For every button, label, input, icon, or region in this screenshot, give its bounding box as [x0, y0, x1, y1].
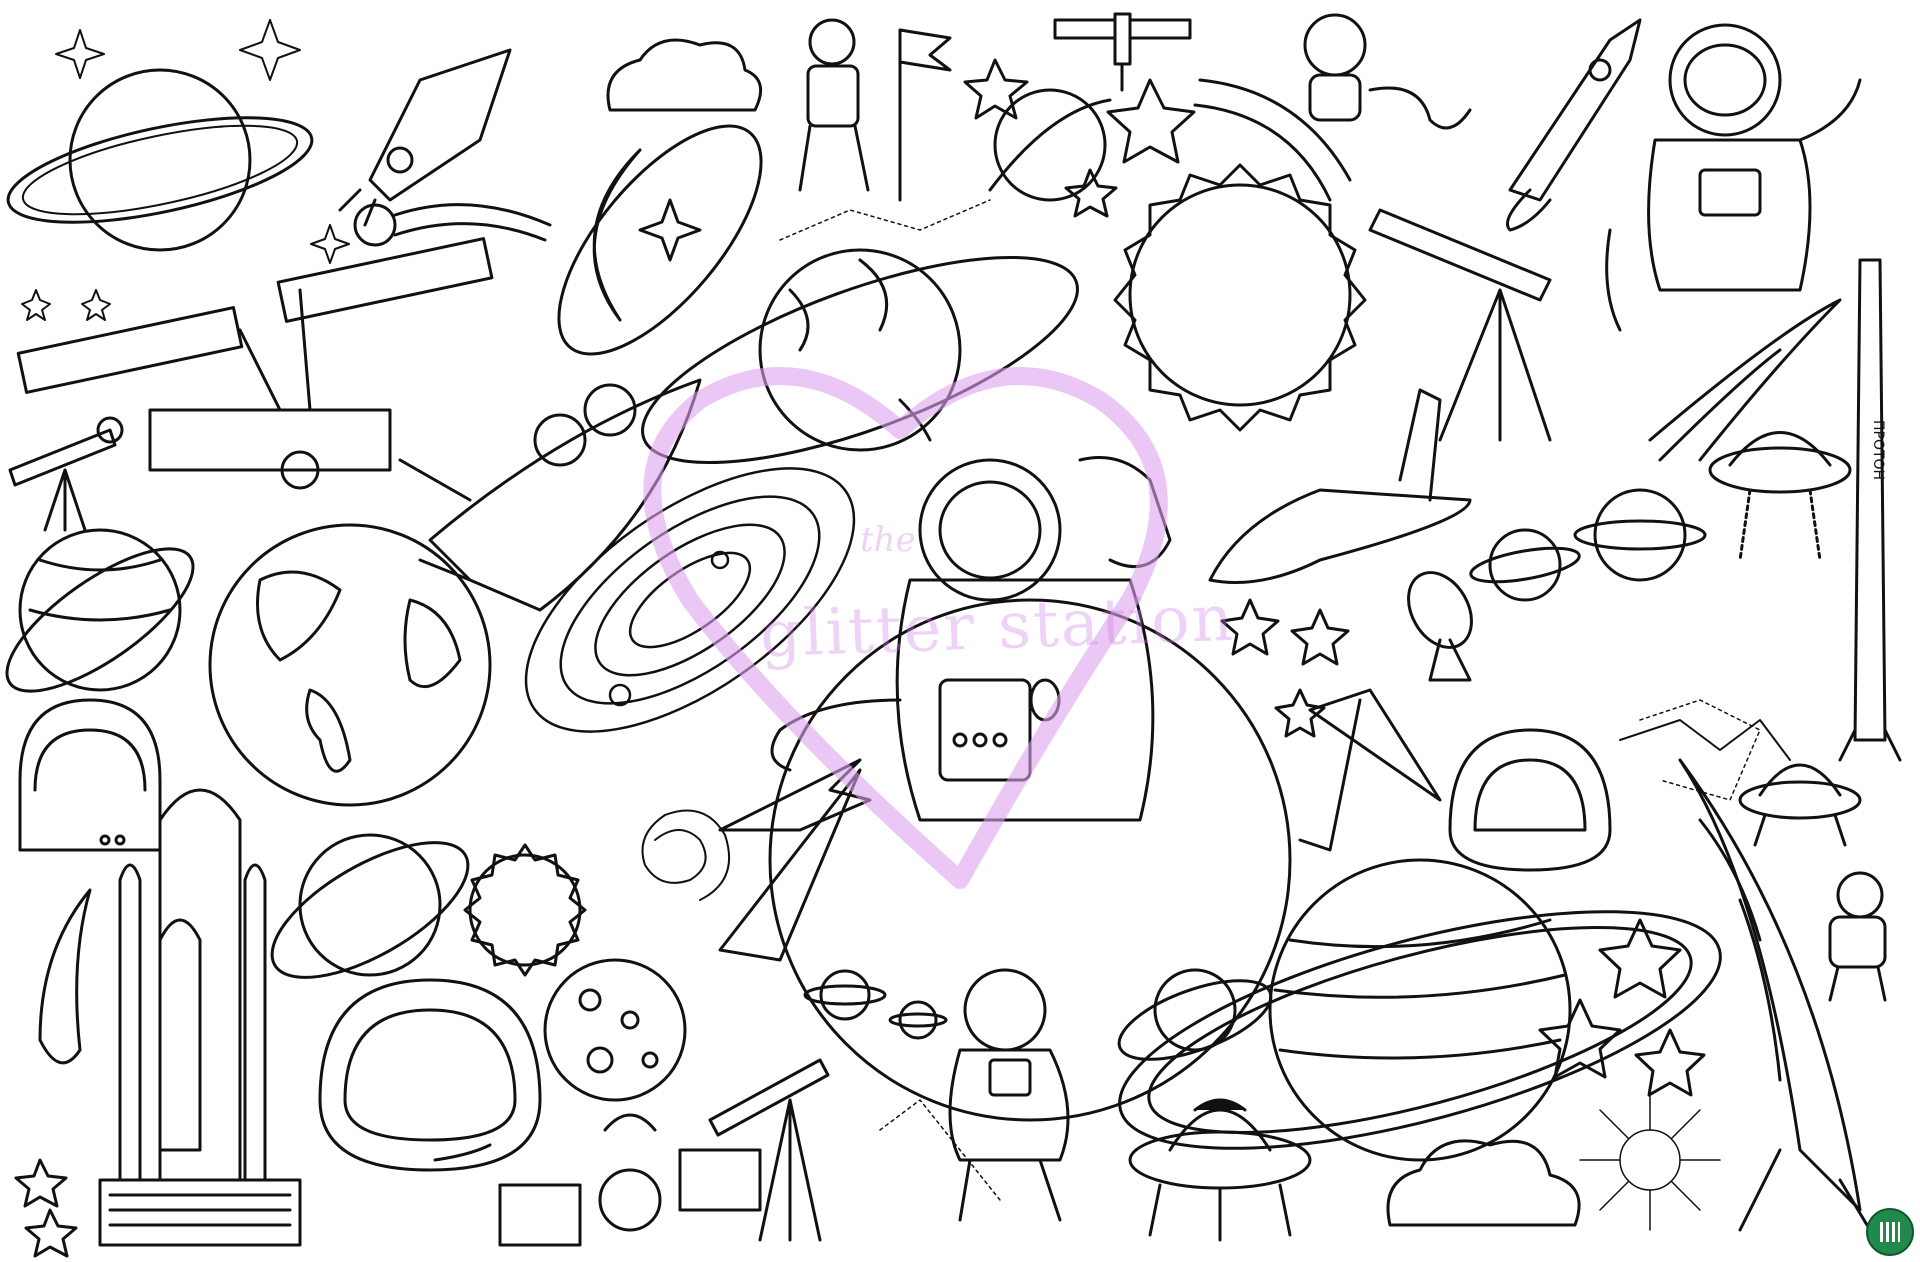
earth-globe — [208, 523, 492, 807]
floating-astronaut — [1303, 13, 1472, 130]
waving-astronaut — [1605, 23, 1862, 332]
central-astronaut — [718, 456, 1292, 1122]
star-cluster-right — [1220, 598, 1350, 738]
ringed-planet-mid-left — [270, 833, 470, 979]
comet-right — [1648, 298, 1842, 462]
astronaut-lower-center — [948, 968, 1070, 1222]
satellite-top — [1053, 12, 1192, 92]
banded-planet-center — [641, 248, 1079, 465]
helmet-right — [1448, 728, 1612, 872]
constellation-top — [779, 199, 1761, 1201]
sunburst — [1579, 1089, 1721, 1231]
banded-planet-left — [5, 528, 195, 693]
telescope-left — [8, 416, 124, 532]
ufo-right — [1708, 431, 1852, 562]
launch-pad-shuttle — [98, 788, 302, 1247]
crescent-moon-ring — [557, 124, 763, 356]
ufo-small-right — [1738, 763, 1862, 847]
satellite-lower — [498, 1113, 762, 1247]
paper-plane — [1298, 688, 1442, 852]
galaxy-spiral — [641, 809, 731, 901]
sun-top — [1113, 163, 1367, 432]
small-ringed-planet-lower — [1117, 968, 1273, 1061]
telescope-lower — [708, 1058, 830, 1242]
shooting-star — [1106, 78, 1352, 202]
clouds-top — [606, 38, 763, 112]
rocket-lower-right — [1678, 758, 1872, 1232]
small-planets-lower — [803, 969, 948, 1040]
small-planets-right — [1469, 488, 1707, 602]
rocket-launch — [1506, 18, 1642, 232]
rocket-proton-label: ПРОТОН — [1870, 420, 1886, 480]
comet-left — [38, 888, 92, 1065]
telescope-right — [1368, 208, 1552, 442]
clouds-lower — [1386, 1139, 1581, 1227]
helmet-left — [18, 698, 162, 852]
satellite-dish — [1407, 571, 1473, 682]
stars-lower-left — [14, 1158, 78, 1258]
watermark-heart — [643, 367, 1168, 889]
rocket-proton: ПРОТОН — [1838, 258, 1902, 762]
helmet-lower-left — [318, 978, 542, 1172]
star-planet — [963, 58, 1118, 218]
stars-lower-right — [1538, 918, 1706, 1097]
qr-badge-icon — [1866, 1208, 1914, 1256]
comet-top — [353, 203, 552, 247]
space-shuttle — [1208, 388, 1472, 584]
small-astronaut-right — [1828, 871, 1887, 1002]
cratered-moon — [543, 958, 687, 1102]
astronaut-with-flag — [798, 18, 952, 202]
constellation-right — [1619, 719, 1791, 761]
sun-small — [463, 843, 587, 977]
ringed-planet-topleft — [6, 68, 314, 252]
ringed-planet-lower — [1118, 858, 1722, 1162]
space-station — [16, 237, 494, 490]
sparkle-stars — [21, 19, 350, 321]
rocket-top — [338, 48, 512, 227]
ufo-lower — [1128, 1098, 1312, 1242]
